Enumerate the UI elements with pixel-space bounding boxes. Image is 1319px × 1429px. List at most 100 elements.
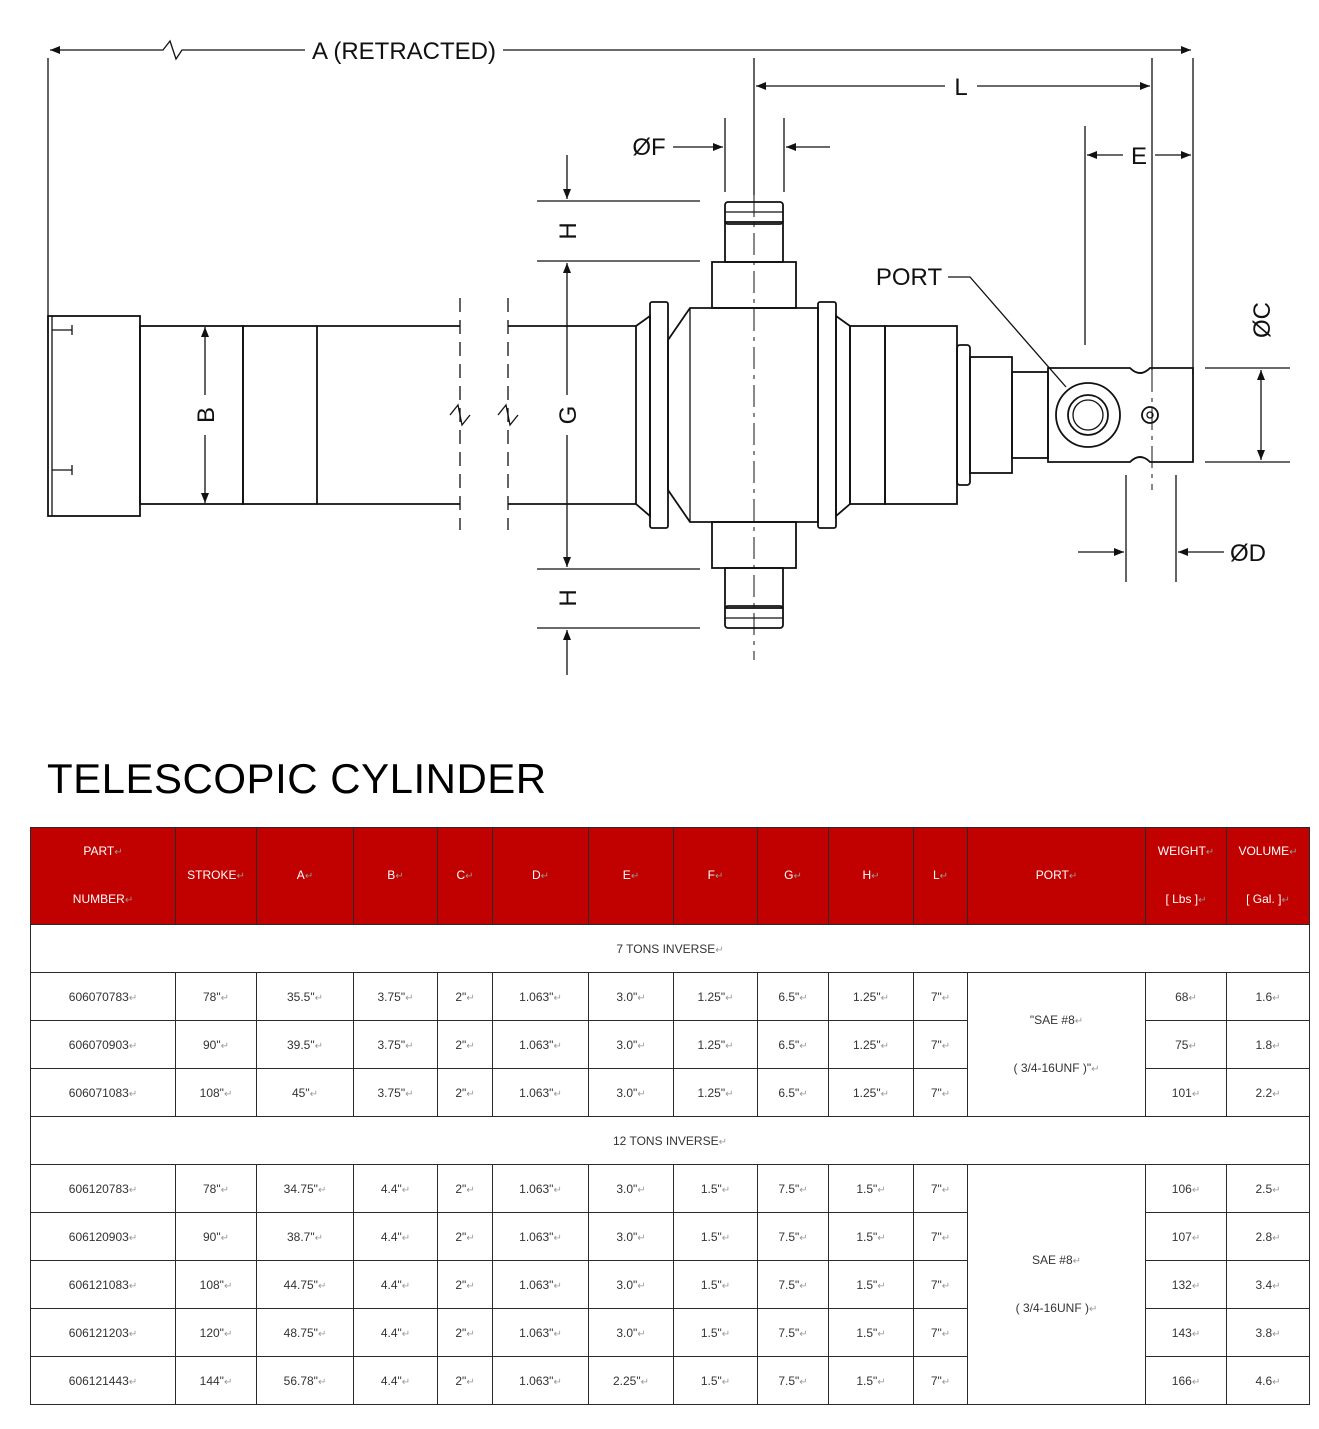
cell-value: 1.5" [700, 1373, 722, 1388]
cell-port: SAE #8↵( 3/4-16UNF )↵ [967, 1164, 1146, 1405]
table-row: 606070783↵78"↵35.5"↵3.75"↵2"↵1.063"↵3.0"… [30, 972, 1310, 1117]
cell-h: 1.5"↵ [828, 1260, 914, 1309]
cell-value: 606071083 [68, 1085, 129, 1100]
cell-value: 1.5" [856, 1373, 878, 1388]
cell-volume: 4.6↵ [1226, 1356, 1310, 1405]
cell-value: 3.0" [616, 1037, 638, 1052]
cell-value: 2" [455, 1325, 467, 1340]
cell-b: 4.4"↵ [353, 1164, 438, 1213]
cell-c: 2"↵ [437, 1308, 493, 1357]
cell-value: 7" [930, 1325, 942, 1340]
cell-stroke: 108"↵ [175, 1068, 257, 1117]
cell-e: 3.0"↵ [588, 972, 674, 1021]
cell-e: 2.25"↵ [588, 1356, 674, 1405]
cell-b: 4.4"↵ [353, 1356, 438, 1405]
cell-h: 1.5"↵ [828, 1212, 914, 1261]
cell-e: 3.0"↵ [588, 1212, 674, 1261]
header-stroke: STROKE↵ [175, 827, 257, 925]
cell-value: 78" [203, 1181, 221, 1196]
cell-a: 45"↵ [256, 1068, 354, 1117]
cell-g: 6.5"↵ [757, 972, 829, 1021]
cell-value: 1.5" [856, 1229, 878, 1244]
cell-volume: 1.8↵ [1226, 1020, 1310, 1069]
cell-value: 143 [1171, 1325, 1192, 1340]
cell-value: 78" [203, 989, 221, 1004]
cell-value: 1.5" [856, 1325, 878, 1340]
cell-h: 1.5"↵ [828, 1308, 914, 1357]
section-title-text: 12 TONS INVERSE [613, 1133, 719, 1148]
dim-d-label: ØD [1230, 540, 1266, 567]
cell-stroke: 144"↵ [175, 1356, 257, 1405]
cell-value: 606120903 [68, 1229, 129, 1244]
header-h-label: H [862, 868, 872, 882]
dim-g-label: G [555, 406, 582, 425]
cell-f: 1.5"↵ [673, 1356, 758, 1405]
cell-value: 1.6 [1255, 989, 1273, 1004]
port-spec-line: ( 3/4-16UNF )" [1013, 1060, 1092, 1075]
header-b: B↵ [353, 827, 438, 925]
header-stroke-label: STROKE [187, 868, 237, 882]
cell-d: 1.063"↵ [492, 972, 589, 1021]
cell-value: 144" [199, 1373, 224, 1388]
header-c-label: C [456, 868, 466, 882]
cell-value: 1.25" [697, 1037, 726, 1052]
cell-f: 1.5"↵ [673, 1308, 758, 1357]
cell-c: 2"↵ [437, 1260, 493, 1309]
cell-a: 34.75"↵ [256, 1164, 354, 1213]
dim-e-label: E [1131, 143, 1147, 170]
cell-c: 2"↵ [437, 1164, 493, 1213]
cell-part-number: 606121443↵ [30, 1356, 176, 1405]
cell-stroke: 90"↵ [175, 1212, 257, 1261]
cell-value: 7" [930, 1085, 942, 1100]
cell-value: 7.5" [778, 1277, 800, 1292]
header-d: D↵ [492, 827, 589, 925]
header-port: PORT↵ [967, 827, 1146, 925]
cell-value: 2.2 [1255, 1085, 1273, 1100]
cell-b: 4.4"↵ [353, 1308, 438, 1357]
cell-volume: 1.6↵ [1226, 972, 1310, 1021]
cell-b: 3.75"↵ [353, 1020, 438, 1069]
table-header-row: PART↵ NUMBER↵ STROKE↵ A↵ B↵ C↵ D↵ E↵ F↵ … [30, 827, 1310, 925]
cell-weight: 106↵ [1145, 1164, 1227, 1213]
cell-part-number: 606121083↵ [30, 1260, 176, 1309]
cell-e: 3.0"↵ [588, 1164, 674, 1213]
cell-value: 107 [1171, 1229, 1192, 1244]
cell-value: 1.063" [519, 989, 554, 1004]
cell-l: 7"↵ [913, 972, 968, 1021]
cell-value: 1.25" [697, 1085, 726, 1100]
header-a: A↵ [256, 827, 354, 925]
cell-value: 2" [455, 1085, 467, 1100]
header-volume-line1: VOLUME [1238, 844, 1290, 858]
cell-value: 1.063" [519, 1085, 554, 1100]
cell-f: 1.25"↵ [673, 1020, 758, 1069]
cell-h: 1.25"↵ [828, 1020, 914, 1069]
page-title: TELESCOPIC CYLINDER [47, 755, 547, 802]
cell-value: 2" [455, 1181, 467, 1196]
header-weight-line2: [ Lbs ] [1165, 892, 1199, 906]
cell-weight: 143↵ [1145, 1308, 1227, 1357]
cell-value: 6.5" [778, 1085, 800, 1100]
cell-volume: 2.2↵ [1226, 1068, 1310, 1117]
header-f-label: F [707, 868, 715, 882]
cell-value: 1.25" [697, 989, 726, 1004]
cell-h: 1.25"↵ [828, 1068, 914, 1117]
cell-value: 2" [455, 1229, 467, 1244]
cell-value: 606121203 [68, 1325, 129, 1340]
cell-value: 4.6 [1255, 1373, 1273, 1388]
cell-value: 7" [930, 1181, 942, 1196]
cell-value: 108" [199, 1085, 224, 1100]
cell-value: 2" [455, 1373, 467, 1388]
cell-value: 2" [455, 1037, 467, 1052]
cell-value: 2.8 [1255, 1229, 1273, 1244]
cell-g: 7.5"↵ [757, 1260, 829, 1309]
header-weight-line1: WEIGHT [1157, 844, 1206, 858]
cell-value: 6.5" [778, 989, 800, 1004]
cell-value: 6.5" [778, 1037, 800, 1052]
cell-value: 3.8 [1255, 1325, 1273, 1340]
cell-g: 7.5"↵ [757, 1308, 829, 1357]
cell-value: 606070783 [68, 989, 129, 1004]
cell-l: 7"↵ [913, 1356, 968, 1405]
cell-value: 1.063" [519, 1229, 554, 1244]
cell-value: 1.063" [519, 1373, 554, 1388]
cylinder-drawing: A (RETRACTED) L ØF E PORT ØC B G H H ØD [47, 38, 1290, 675]
